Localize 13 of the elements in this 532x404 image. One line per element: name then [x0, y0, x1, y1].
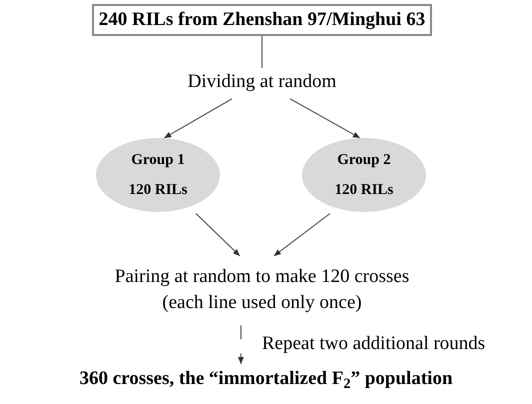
arrow — [273, 212, 331, 256]
group-label: Group 1 — [131, 150, 185, 170]
process-box: 240 RILs from Zhenshan 97/Minghui 63 — [92, 4, 432, 36]
result-text: 360 crosses, the “immortalized F$_{2}$” population — [79, 367, 453, 392]
arrow — [238, 324, 244, 364]
group-label: 120 RILs — [334, 181, 394, 200]
arrow — [164, 98, 232, 138]
step-text: Pairing at random to make 120 crosses (each line used only once) — [114, 265, 410, 315]
arrow — [290, 98, 361, 138]
group-label: Group 2 — [337, 150, 391, 170]
arrow — [195, 212, 240, 256]
group-label: 120 RILs — [128, 181, 188, 200]
step-text: Dividing at random — [188, 70, 336, 94]
